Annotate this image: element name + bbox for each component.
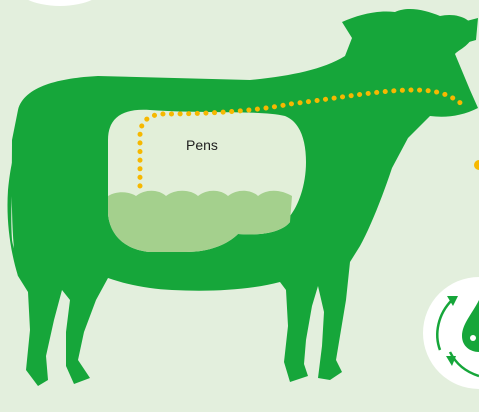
- recycle-arrows-icon: [423, 277, 479, 389]
- stomach-contents: [108, 190, 292, 252]
- pathway-dot-end: [474, 160, 479, 170]
- stomach-label: Pens: [186, 137, 218, 153]
- stomach-chamber: [108, 109, 306, 252]
- feed-pathway-dots: [137, 87, 469, 189]
- top-badge-partial: [28, 0, 92, 6]
